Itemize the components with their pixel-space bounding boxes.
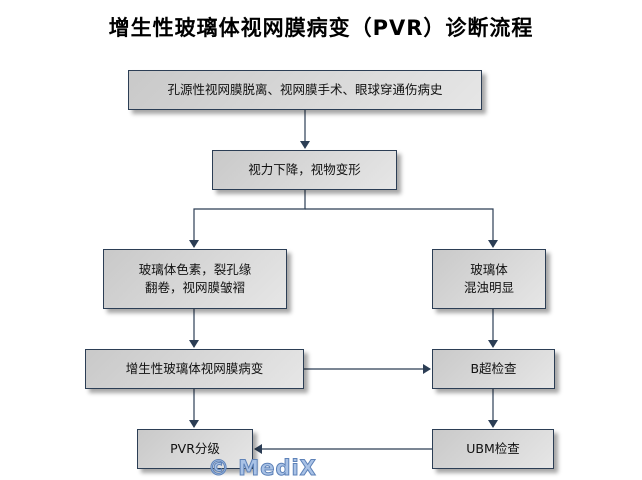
node-symptoms: 视力下降，视物变形: [212, 150, 397, 190]
node-right-finding-line2: 混浊明显: [463, 280, 514, 295]
node-ubm-label: UBM检查: [466, 441, 520, 456]
node-pvr-grade: PVR分级: [137, 429, 253, 469]
node-pvr-grade-label: PVR分级: [170, 441, 220, 456]
node-right-finding-line1: 玻璃体: [470, 262, 508, 277]
node-left-finding: 玻璃体色素，裂孔缘 翻卷，视网膜皱褶: [103, 249, 287, 309]
node-right-finding: 玻璃体 混浊明显: [432, 249, 546, 309]
node-b-scan: B超检查: [432, 349, 555, 389]
node-ubm: UBM检查: [432, 429, 554, 469]
node-symptoms-label: 视力下降，视物变形: [248, 162, 361, 177]
node-history: 孔源性视网膜脱离、视网膜手术、眼球穿通伤病史: [128, 70, 482, 110]
edge-symptoms-right: [305, 208, 498, 248]
node-pvr-label: 增生性玻璃体视网膜病变: [125, 361, 264, 376]
edge-symptoms-split: [189, 190, 306, 248]
watermark-logo: © MediX: [208, 456, 317, 480]
node-left-finding-line2: 翻卷，视网膜皱褶: [144, 280, 245, 295]
node-b-scan-label: B超检查: [470, 361, 517, 376]
node-history-label: 孔源性视网膜脱离、视网膜手术、眼球穿通伤病史: [167, 82, 443, 97]
page-title: 增生性玻璃体视网膜病变（PVR）诊断流程: [108, 16, 534, 40]
node-pvr: 增生性玻璃体视网膜病变: [85, 349, 304, 389]
node-left-finding-line1: 玻璃体色素，裂孔缘: [138, 262, 252, 277]
